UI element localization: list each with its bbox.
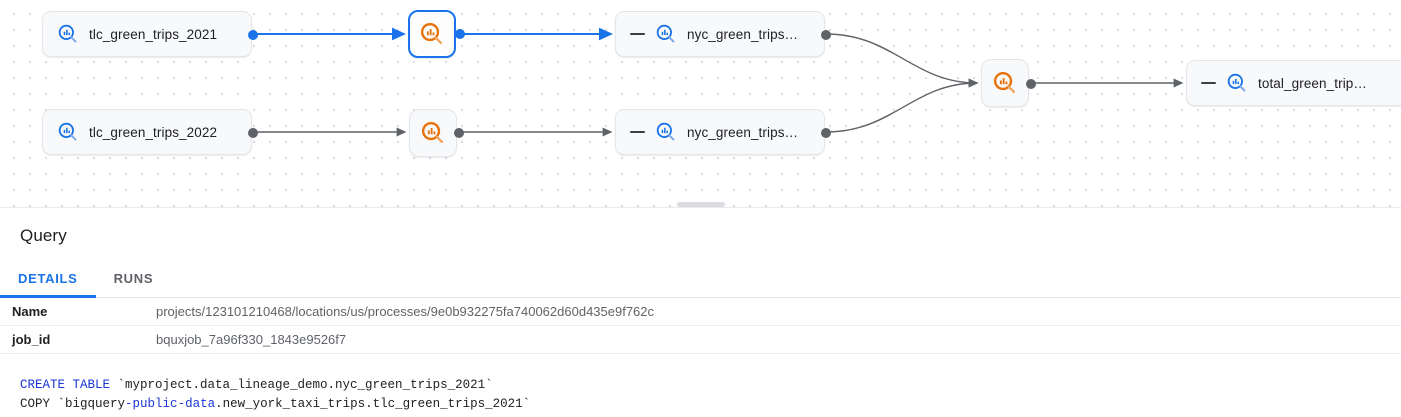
node-tlc-green-trips-2021[interactable]: tlc_green_trips_2021 xyxy=(42,11,258,57)
node-nyc-green-trips-2[interactable]: nyc_green_trips… xyxy=(615,109,831,155)
tab-bar: DETAILS RUNS xyxy=(0,260,1401,298)
sql-keyword-data: data xyxy=(185,397,216,411)
node-process-3[interactable] xyxy=(981,59,1036,107)
edge-layer xyxy=(253,27,1184,137)
sql-keyword-create-table: CREATE TABLE xyxy=(20,378,111,392)
node-process-2[interactable] xyxy=(409,109,464,157)
bigquery-table-icon xyxy=(58,122,77,141)
bigquery-table-icon xyxy=(58,24,77,43)
node-nyc-green-trips-1[interactable]: nyc_green_trips… xyxy=(615,11,831,57)
sql-line2-dash1: - xyxy=(125,397,133,411)
output-port[interactable] xyxy=(1026,79,1036,89)
row-value-name: projects/123101210468/locations/us/proce… xyxy=(156,304,655,319)
node-label: total_green_trip… xyxy=(1258,75,1368,91)
collapse-toggle-icon[interactable] xyxy=(630,130,645,134)
output-port[interactable] xyxy=(821,128,831,138)
metadata-table: Name projects/123101210468/locations/us/… xyxy=(0,298,1401,354)
node-label: nyc_green_trips… xyxy=(687,26,799,42)
tab-details[interactable]: DETAILS xyxy=(0,271,96,298)
collapse-toggle-icon[interactable] xyxy=(630,32,645,36)
bigquery-table-icon xyxy=(656,24,675,43)
page-title: Query xyxy=(20,226,67,245)
output-port[interactable] xyxy=(454,128,464,138)
row-value-job-id: bquxjob_7a96f330_1843e9526f7 xyxy=(156,332,347,347)
sql-line2-dash2: - xyxy=(177,397,186,411)
table-row: Name projects/123101210468/locations/us/… xyxy=(0,298,1401,326)
row-key-job-id: job_id xyxy=(12,332,51,347)
output-port[interactable] xyxy=(248,128,258,138)
sql-code-block: CREATE TABLE `myproject.data_lineage_dem… xyxy=(0,376,1401,414)
edge-nyc2-proc3 xyxy=(825,78,979,133)
collapse-toggle-icon[interactable] xyxy=(1201,81,1216,85)
details-panel: Query DETAILS RUNS Name projects/1231012… xyxy=(0,202,1401,417)
node-tlc-green-trips-2022[interactable]: tlc_green_trips_2022 xyxy=(42,109,258,155)
bigquery-table-icon xyxy=(656,122,675,141)
output-port[interactable] xyxy=(821,30,831,40)
tab-runs[interactable]: RUNS xyxy=(96,271,172,297)
bigquery-table-icon xyxy=(1227,73,1246,92)
node-label: tlc_green_trips_2021 xyxy=(89,26,218,42)
node-label: tlc_green_trips_2022 xyxy=(89,124,218,140)
sql-line1-rest: `myproject.data_lineage_demo.nyc_green_t… xyxy=(110,378,493,392)
table-row: job_id bquxjob_7a96f330_1843e9526f7 xyxy=(0,326,1401,354)
node-label: nyc_green_trips… xyxy=(687,124,799,140)
output-port[interactable] xyxy=(455,29,465,39)
bigquery-process-icon xyxy=(421,121,444,144)
node-process-1[interactable] xyxy=(408,10,465,58)
output-port[interactable] xyxy=(248,30,258,40)
bigquery-process-icon xyxy=(993,71,1016,94)
row-key-name: Name xyxy=(12,304,48,319)
sql-line2-prefix: COPY `bigquery xyxy=(20,397,126,411)
node-total-green-trips[interactable]: total_green_trip… xyxy=(1186,60,1401,106)
edge-nyc1-proc3 xyxy=(825,33,979,88)
bigquery-process-icon xyxy=(420,22,443,45)
lineage-graph-canvas[interactable]: tlc_green_trips_2021 tlc_green_trips_202… xyxy=(0,0,1401,208)
sql-keyword-public: public xyxy=(132,397,178,411)
panel-resize-handle[interactable] xyxy=(676,202,725,207)
sql-line2-rest: .new_york_taxi_trips.tlc_green_trips_202… xyxy=(215,397,531,411)
